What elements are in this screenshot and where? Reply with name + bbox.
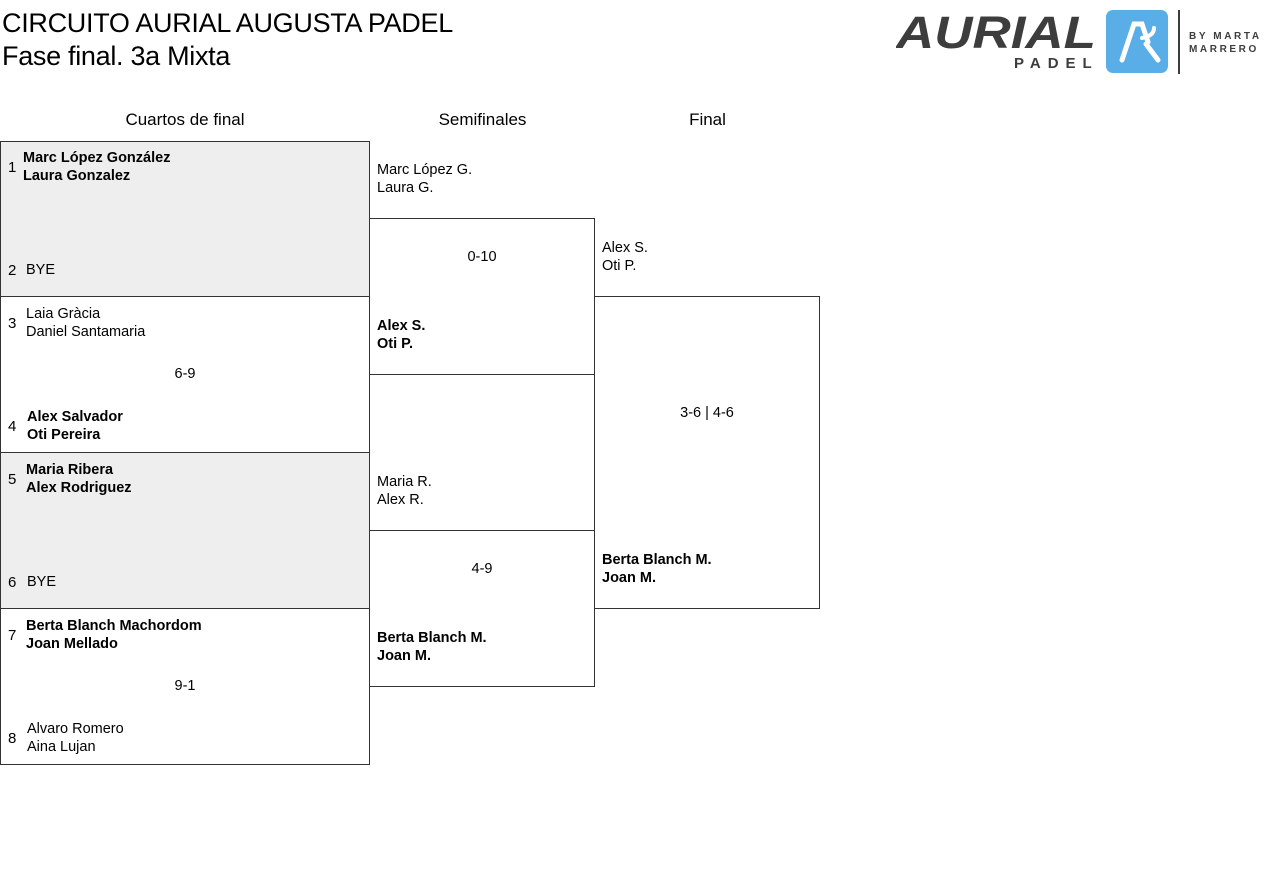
team-entry: Berta Blanch Machordom Joan Mellado [26,617,202,653]
player-name: Joan M. [377,648,431,664]
team-entry: Alex Salvador Oti Pereira [27,408,123,444]
final-match [594,296,820,609]
svg-text:AURIAL: AURIAL [896,8,1096,58]
seed-number: 2 [8,262,17,279]
player-name: Alex Rodriguez [26,480,132,496]
quarterfinal-match-1 [0,141,370,297]
player-name: Alex Salvador [27,409,123,425]
svg-text:PADEL: PADEL [1014,55,1099,72]
team-entry: Berta Blanch M. Joan M. [602,551,712,587]
round-header-final: Final [689,110,726,129]
match-score: 4-9 [471,561,493,577]
quarterfinal-match-3 [0,452,370,609]
player-name: Berta Blanch Machordom [26,618,202,634]
match-score: 9-1 [174,678,196,694]
team-entry: Maria Ribera Alex Rodriguez [26,461,132,497]
svg-text:BY MARTA: BY MARTA [1189,31,1262,42]
player-name: Joan Mellado [26,636,118,652]
match-score: 3-6 | 4-6 [680,405,734,421]
player-name: Joan M. [602,570,656,586]
player-name: Oti P. [602,258,637,274]
seed-number: 1 [8,159,17,176]
team-entry: Alvaro Romero Aina Lujan [27,720,124,756]
player-name: Berta Blanch M. [377,630,487,646]
round-header-quarterfinals: Cuartos de final [125,110,245,129]
seed-number: 8 [8,730,17,747]
player-name: Alvaro Romero [27,721,124,737]
match-score: 6-9 [174,366,196,382]
team-entry: Maria R. Alex R. [377,473,432,509]
player-name: Marc López G. [377,162,473,178]
player-name: Berta Blanch M. [602,552,712,568]
player-name: Oti Pereira [27,427,101,443]
round-header-semifinals: Semifinales [438,110,527,129]
seed-number: 5 [8,471,17,488]
seed-number: 6 [8,574,17,591]
seed-number: 4 [8,418,17,435]
team-entry: Alex S. Oti P. [602,239,648,275]
team-entry: Alex S. Oti P. [377,317,425,353]
player-name: Oti P. [377,336,413,352]
aurial-padel-logo: AURIAL PADEL BY MARTA MARRERO [895,7,1274,78]
match-score: 0-10 [467,249,497,265]
player-name: Laura Gonzalez [23,168,131,184]
player-name: BYE [26,262,56,278]
seed-number: 3 [8,315,17,332]
team-entry: Marc López González Laura Gonzalez [23,149,170,185]
player-name: Alex R. [377,492,424,508]
page-title: CIRCUITO AURIAL AUGUSTA PADEL [2,8,453,38]
player-name: BYE [27,574,57,590]
svg-text:MARRERO: MARRERO [1189,44,1259,55]
player-name: Daniel Santamaria [26,324,146,340]
player-name: Alex S. [602,240,648,256]
page-subtitle: Fase final. 3a Mixta [2,41,231,71]
player-name: Maria Ribera [26,462,114,478]
seed-number: 7 [8,627,17,644]
player-name: Marc López González [23,150,171,166]
player-name: Alex S. [377,318,426,334]
team-entry: BYE [27,573,56,591]
team-entry: Laia Gràcia Daniel Santamaria [26,305,145,341]
player-name: Laia Gràcia [26,306,101,322]
team-entry: Berta Blanch M. Joan M. [377,629,487,665]
player-name: Laura G. [377,180,434,196]
team-entry: BYE [26,261,55,279]
team-entry: Marc López G. Laura G. [377,161,472,197]
player-name: Maria R. [377,474,432,490]
player-name: Aina Lujan [27,739,96,755]
